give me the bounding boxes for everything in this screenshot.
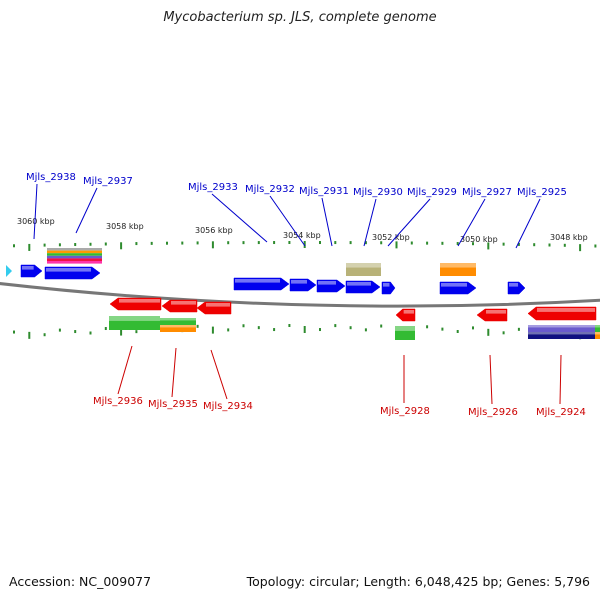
callout-line [117,345,133,395]
callout-line [559,354,562,405]
reverse-gene-highlight [537,308,595,312]
tick-label: 3048 kbp [550,233,588,242]
gene-label-reverse: Mjls_2928 [380,406,430,417]
callout-line [269,195,306,247]
gene-label-forward: Mjls_2927 [462,187,512,198]
reverse-gene-highlight [171,301,196,305]
forward-gene-highlight [291,280,307,284]
feature-block [595,325,600,332]
reverse-gene-highlight [403,310,414,314]
forward-gene-highlight [509,283,519,287]
callout-line [33,183,38,240]
callout-line [515,198,541,249]
callout-line [210,349,228,400]
tick-label: 3058 kbp [106,222,144,231]
feature-block-highlight [346,263,381,268]
accession-text: Accession: NC_009077 [9,574,152,589]
callout-line [363,198,377,247]
reverse-gene-highlight [206,303,230,307]
tick-labels: 3060 kbp 3058 kbp 3056 kbp 3054 kbp 3052 kbp… [17,217,588,244]
feature-block [528,332,596,339]
gene-label-forward: Mjls_2931 [299,186,349,197]
forward-gene-highlight [441,283,467,287]
tick-label: 3052 kbp [372,233,410,242]
feature-track [6,248,600,340]
gene-label-forward: Mjls_2925 [517,187,567,198]
feature-block-highlight [528,332,596,335]
reverse-gene-highlight [486,310,506,314]
genome-title: Mycobacterium sp. JLS, complete genome [163,10,437,25]
tick-label: 3056 kbp [195,226,233,235]
gene-label-reverse: Mjls_2924 [536,407,586,418]
forward-gene-highlight [318,281,336,285]
gene-label-forward: Mjls_2938 [26,172,76,183]
tick-label: 3060 kbp [17,217,55,226]
tick-label: 3054 kbp [283,231,321,240]
feature-block [528,325,596,332]
callout-line [489,354,493,405]
gene-label-forward: Mjls_2937 [83,176,133,187]
reverse-gene-highlight [119,299,160,303]
feature-block-highlight [395,326,415,331]
callout-line [75,187,98,234]
gene-label-reverse: Mjls_2926 [468,407,518,418]
feature-block-highlight [595,325,600,328]
forward-gene-highlight [22,266,34,270]
feature-block-highlight [160,325,196,328]
gene-label-reverse: Mjls_2934 [203,401,253,412]
callout-line [457,198,486,247]
topology-summary: Topology: circular; Length: 6,048,425 bp… [246,574,590,589]
forward-gene-highlight [46,268,91,272]
tick-track-top [13,241,597,252]
tick-track-bottom [13,324,597,340]
gene-label-forward: Mjls_2933 [188,182,238,193]
feature-block-highlight [595,332,600,335]
partial-gene-arrow [6,265,12,277]
gene-label-reverse: Mjls_2935 [148,399,198,410]
forward-gene-highlight [235,279,280,283]
feature-stripe [47,255,102,259]
gene-label-forward: Mjls_2930 [353,187,403,198]
feature-stripe [47,250,102,254]
feature-stripe [47,258,102,261]
feature-block-highlight [528,325,596,328]
forward-gene-highlight [347,282,371,286]
callout-line [171,347,177,398]
gene-label-forward: Mjls_2929 [407,187,457,198]
gene-label-reverse: Mjls_2936 [93,396,143,407]
feature-stripe [47,248,102,251]
feature-block-highlight [440,263,476,268]
forward-gene-highlight [383,283,390,287]
callout-line [321,197,333,247]
chromosome-backbone [0,282,600,308]
feature-stripe [47,253,102,256]
feature-block-highlight [109,316,160,321]
callout-line [211,193,268,243]
feature-block-highlight [160,318,196,321]
callout-line [387,198,431,247]
tick-label: 3050 kbp [460,235,498,244]
feature-block [160,318,196,325]
feature-block [160,325,196,332]
feature-stripe [47,261,102,264]
feature-block [595,332,600,339]
gene-label-forward: Mjls_2932 [245,184,295,195]
